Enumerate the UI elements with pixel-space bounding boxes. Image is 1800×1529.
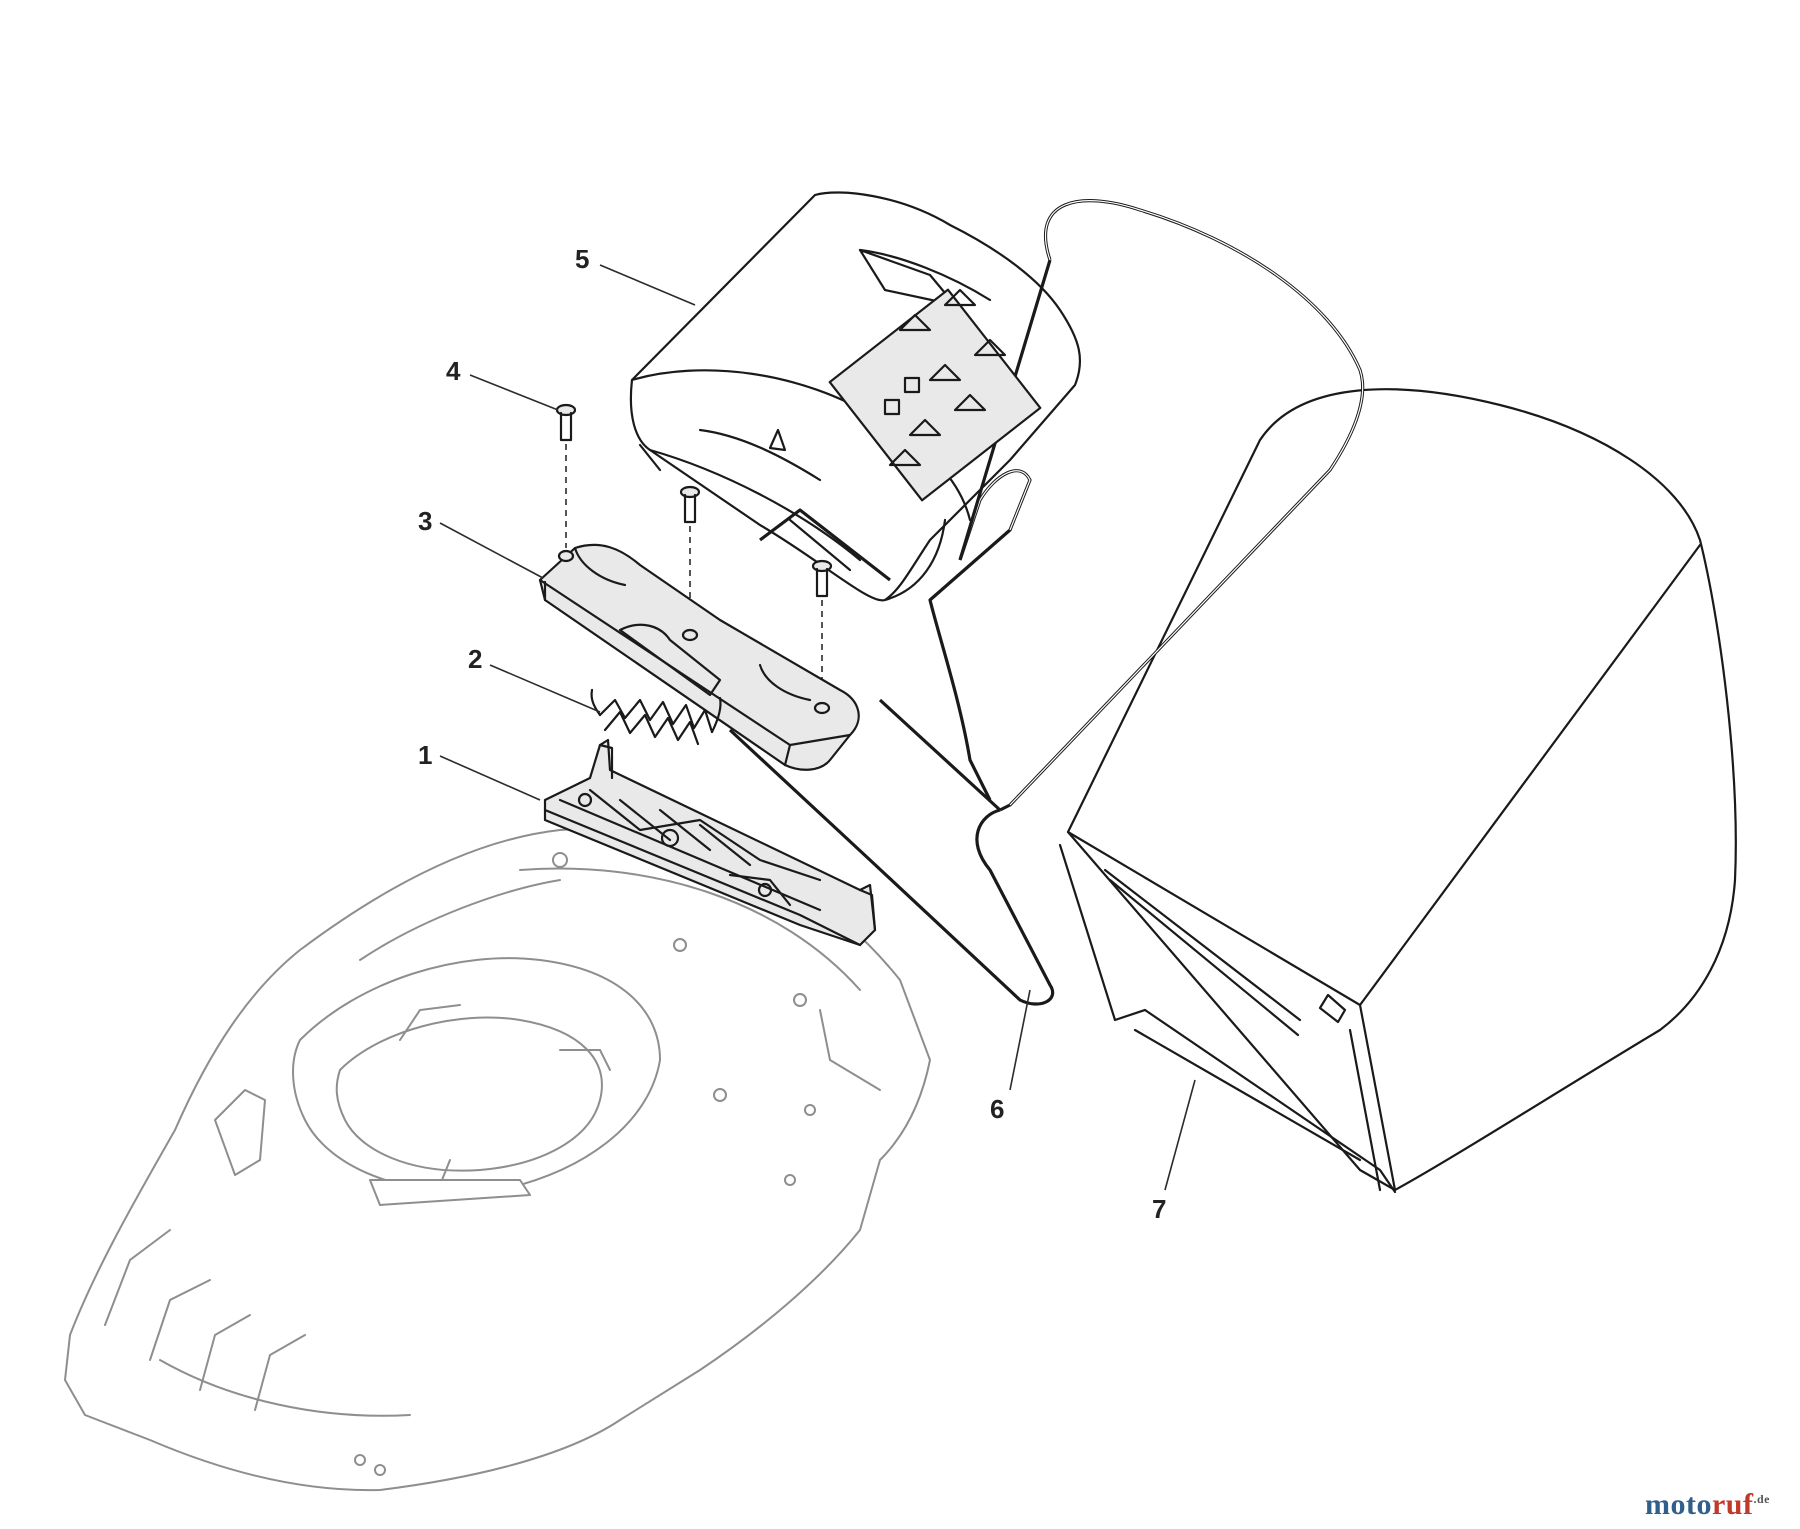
callout-5: 5 (575, 244, 589, 274)
leader-lines (439, 264, 1196, 1191)
part-2-spring (590, 688, 722, 746)
mower-deck (64, 828, 931, 1492)
bolt (811, 559, 833, 598)
leader-6 (1009, 989, 1031, 1091)
callout-2: 2 (468, 644, 482, 674)
watermark-part1: moto (1645, 1488, 1712, 1521)
leader-1 (439, 755, 541, 801)
warning-label-icons (883, 288, 1007, 467)
part-3-hinge-bar (538, 543, 860, 771)
leader-5 (599, 264, 696, 306)
callout-6: 6 (990, 1094, 1004, 1124)
callout-labels: 1 2 3 4 5 6 7 (418, 244, 1166, 1224)
watermark-part3: .de (1753, 1492, 1770, 1506)
watermark-part2: ruf (1711, 1488, 1754, 1521)
part-4-bolts (555, 403, 833, 702)
watermark-logo: motoruf.de (1645, 1488, 1770, 1522)
leader-3 (439, 522, 544, 579)
callout-3: 3 (418, 506, 432, 536)
bolt (555, 403, 577, 442)
callout-7: 7 (1152, 1194, 1166, 1224)
bolt (679, 485, 701, 524)
part-5-rear-cover (629, 191, 1082, 602)
callout-1: 1 (418, 740, 432, 770)
leader-7 (1164, 1079, 1196, 1191)
part-7-grass-bag (1058, 388, 1737, 1194)
part-1-base-plate (543, 738, 877, 947)
leader-2 (489, 664, 601, 713)
leader-4 (469, 374, 559, 411)
callout-4: 4 (446, 356, 461, 386)
